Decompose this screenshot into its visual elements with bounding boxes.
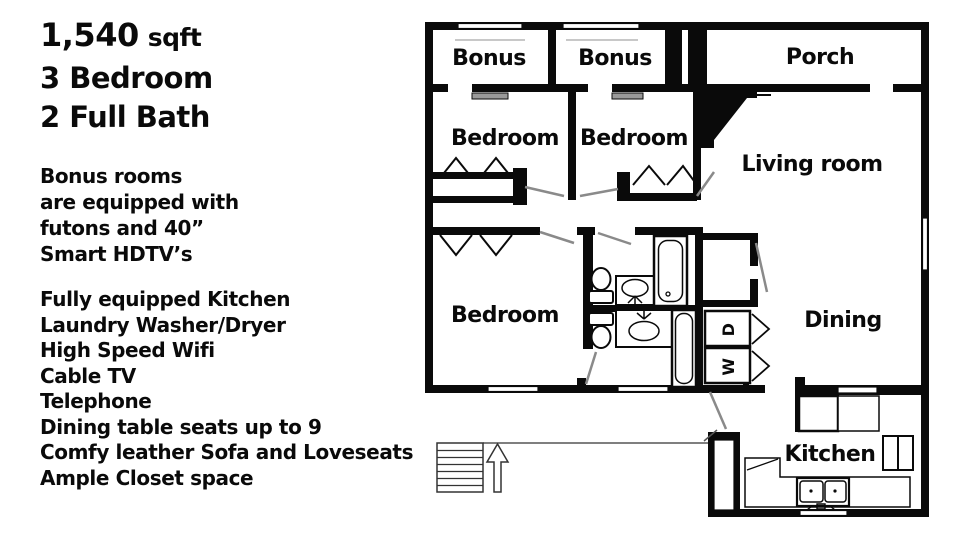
room-label-bonus-right: Bonus <box>578 46 652 71</box>
stairs-icon <box>436 429 718 493</box>
dryer-box <box>703 309 752 348</box>
door-dining-kitchen <box>708 391 728 430</box>
room-label-living-room: Living room <box>741 152 882 177</box>
room-label-bedroom-top-right: Bedroom <box>580 126 688 151</box>
feature-item: Telephone <box>40 389 152 413</box>
feature-item: Laundry Washer/Dryer <box>40 312 286 337</box>
toilet <box>590 325 612 349</box>
bathroom-fixtures <box>588 234 698 389</box>
room-label-bedroom-top-left: Bedroom <box>451 126 559 151</box>
fireplace-wedge <box>701 92 771 148</box>
window <box>799 509 848 517</box>
bedroom-count: 3 Bedroom <box>40 61 213 95</box>
door-bedroom1 <box>524 185 565 198</box>
feature-item: High Speed Wifi <box>40 338 215 362</box>
door-closet <box>754 242 769 293</box>
closet-rod <box>471 92 509 100</box>
windows <box>457 22 929 517</box>
feature-list: Fully equipped Kitchen Laundry Washer/Dr… <box>40 287 430 491</box>
window <box>617 385 669 393</box>
door-bedroom3 <box>539 230 575 245</box>
bonus-note-line: futons and 40” <box>40 216 204 240</box>
feature-item: Dining table seats up to 9 <box>40 414 322 439</box>
feature-item: Cable TV <box>40 363 136 388</box>
room-label-dining: Dining <box>804 308 881 333</box>
door-hall-living <box>695 171 716 197</box>
dryer-label: D <box>719 323 738 336</box>
room-label-bonus-left: Bonus <box>452 46 526 71</box>
room-label-porch: Porch <box>786 45 854 70</box>
bonus-note-line: Bonus rooms <box>40 164 183 188</box>
closet-rod <box>611 92 644 100</box>
bonus-note-line: Smart HDTV’s <box>40 242 193 266</box>
feature-item: Ample Closet space <box>40 465 254 490</box>
stove <box>797 394 840 433</box>
window <box>562 22 640 30</box>
fridge <box>882 435 899 471</box>
area-heading: 1,540 sqft <box>40 16 430 57</box>
door-bedroom2 <box>579 187 619 198</box>
window <box>837 386 878 394</box>
feature-item: Comfy leather Sofa and Loveseats <box>40 440 414 464</box>
window <box>487 385 539 393</box>
window-sills <box>455 39 644 100</box>
room-label-kitchen: Kitchen <box>785 442 876 467</box>
bath-count: 2 Full Bath <box>40 100 210 134</box>
counter <box>837 395 880 432</box>
area-unit: sqft <box>147 23 202 52</box>
window <box>921 217 929 271</box>
pantry-recess <box>713 439 735 511</box>
window <box>457 22 523 30</box>
bonus-note: Bonus rooms are equipped with futons and… <box>40 163 430 267</box>
washer-label: W <box>719 358 738 376</box>
room-labels: Bonus Bonus Porch Bedroom Bedroom Living… <box>451 45 883 467</box>
room-label-bedroom-lower: Bedroom <box>451 303 559 328</box>
door-bed3-bath <box>584 351 598 385</box>
up-arrow-icon <box>485 442 510 493</box>
bonus-note-line: are equipped with <box>40 190 239 214</box>
closet-door-chevrons <box>439 156 698 257</box>
door-swings <box>524 171 769 430</box>
feature-item: Fully equipped Kitchen <box>40 287 291 311</box>
area-value: 1,540 <box>40 16 139 54</box>
laundry: D W <box>703 309 771 385</box>
info-panel: 1,540 sqft 3 Bedroom 2 Full Bath Bonus ro… <box>40 16 430 491</box>
door-bath <box>597 231 632 246</box>
toilet <box>590 267 612 291</box>
washer-box <box>703 346 752 385</box>
kitchen-fixtures <box>744 394 914 511</box>
